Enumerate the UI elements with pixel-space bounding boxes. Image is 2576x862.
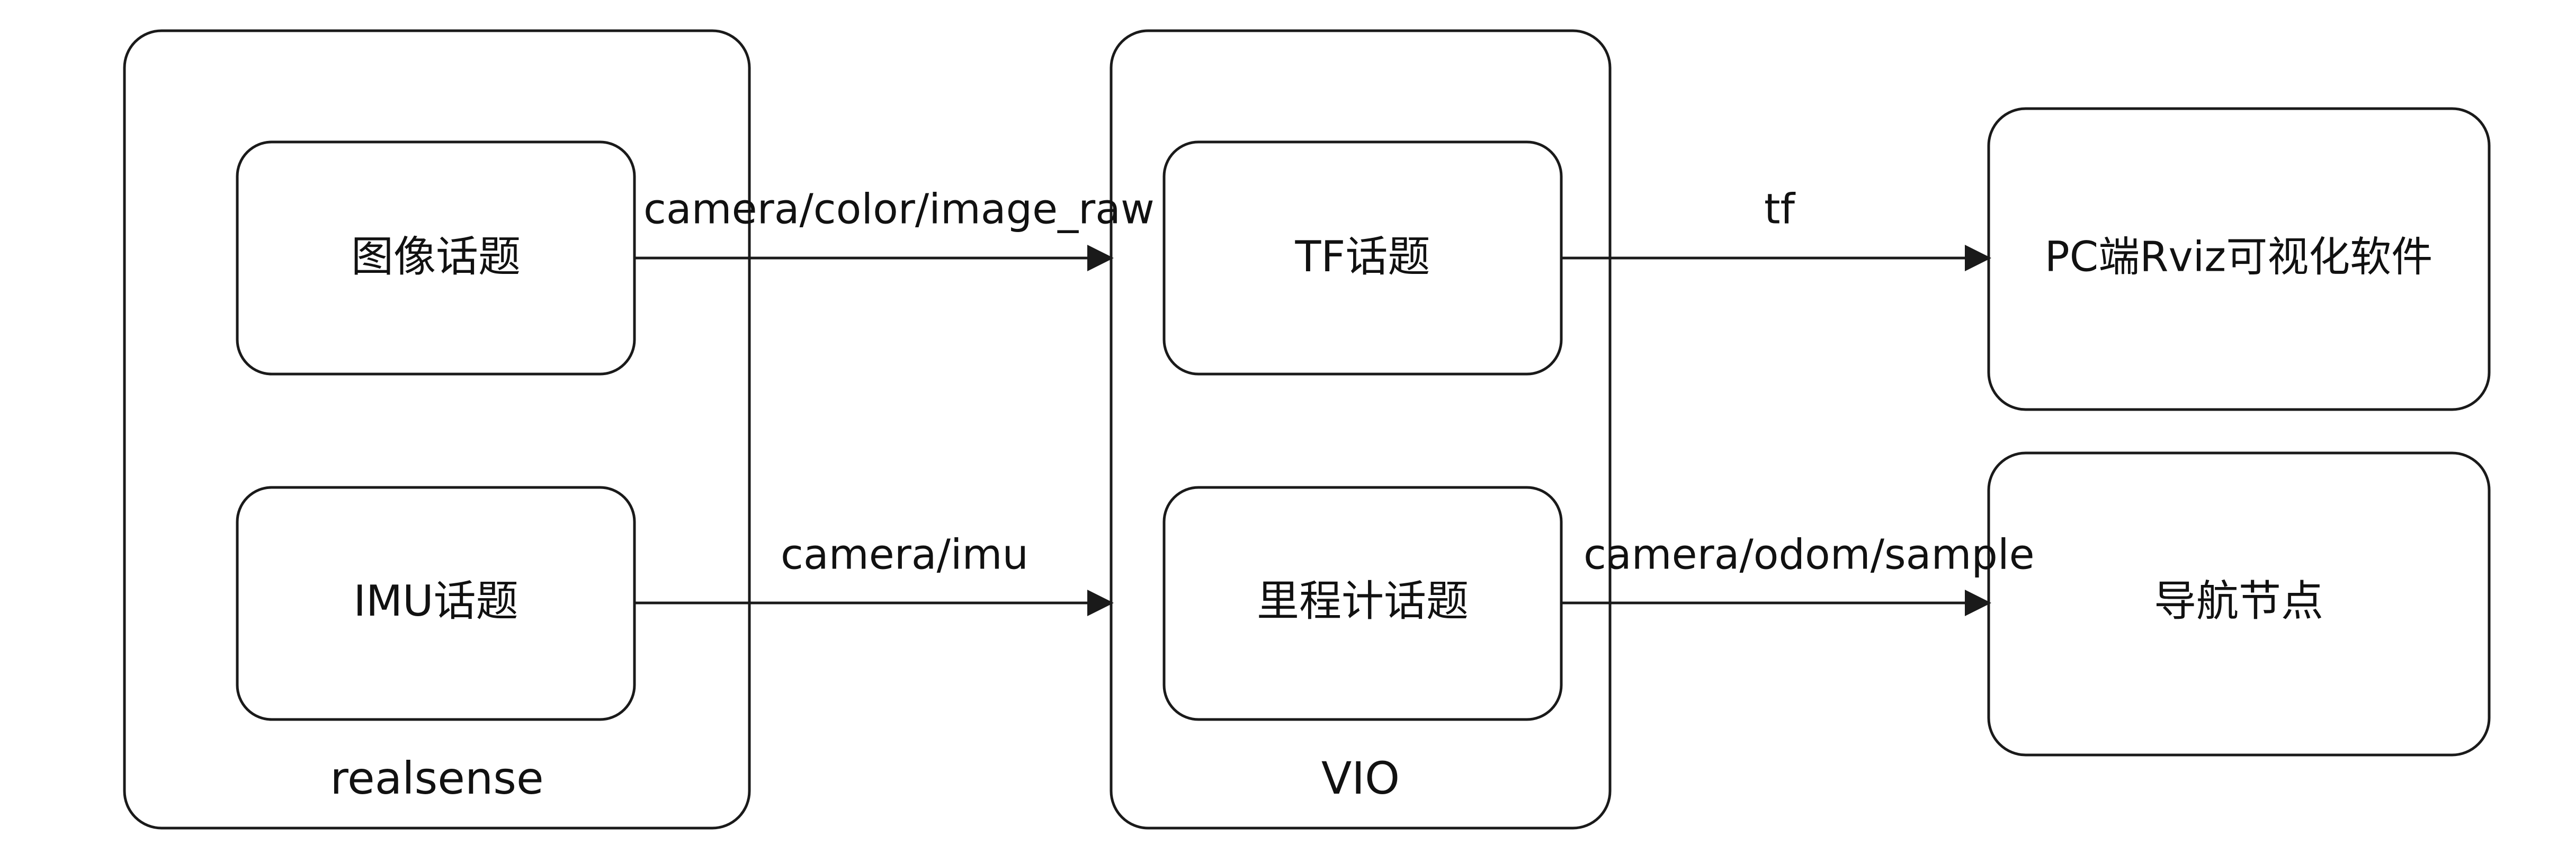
edge-imu-to-odom: camera/imu: [634, 531, 1114, 616]
edge-tf-to-rviz: tf: [1561, 185, 1991, 271]
image-topic-label: 图像话题: [351, 232, 521, 281]
rviz-label: PC端Rviz可视化软件: [2045, 233, 2432, 281]
rviz-node: PC端Rviz可视化软件: [1987, 107, 2491, 411]
odom-topic-node: 里程计话题: [1162, 486, 1563, 721]
edge-imu-to-odom-label: camera/imu: [781, 531, 1028, 579]
edge-image-to-tf: camera/color/image_raw: [634, 185, 1155, 271]
nav-node: 导航节点: [1987, 451, 2491, 757]
imu-topic-label: IMU话题: [353, 576, 518, 626]
edge-odom-to-nav: camera/odom/sample: [1561, 531, 2035, 616]
nav-node-label: 导航节点: [2154, 576, 2323, 626]
edge-tf-to-rviz-label: tf: [1764, 185, 1796, 233]
tf-topic-node: TF话题: [1162, 140, 1563, 376]
edge-odom-to-nav-label: camera/odom/sample: [1584, 531, 2035, 579]
image-topic-node: 图像话题: [236, 140, 636, 376]
imu-topic-node: IMU话题: [236, 486, 636, 721]
realsense-container: realsense: [123, 29, 751, 830]
tf-topic-label: TF话题: [1295, 232, 1430, 281]
odom-topic-label: 里程计话题: [1257, 576, 1469, 626]
vio-label: VIO: [1321, 752, 1400, 804]
realsense-label: realsense: [330, 752, 543, 804]
edge-image-to-tf-label: camera/color/image_raw: [643, 185, 1155, 233]
vio-container: VIO: [1110, 29, 1612, 830]
